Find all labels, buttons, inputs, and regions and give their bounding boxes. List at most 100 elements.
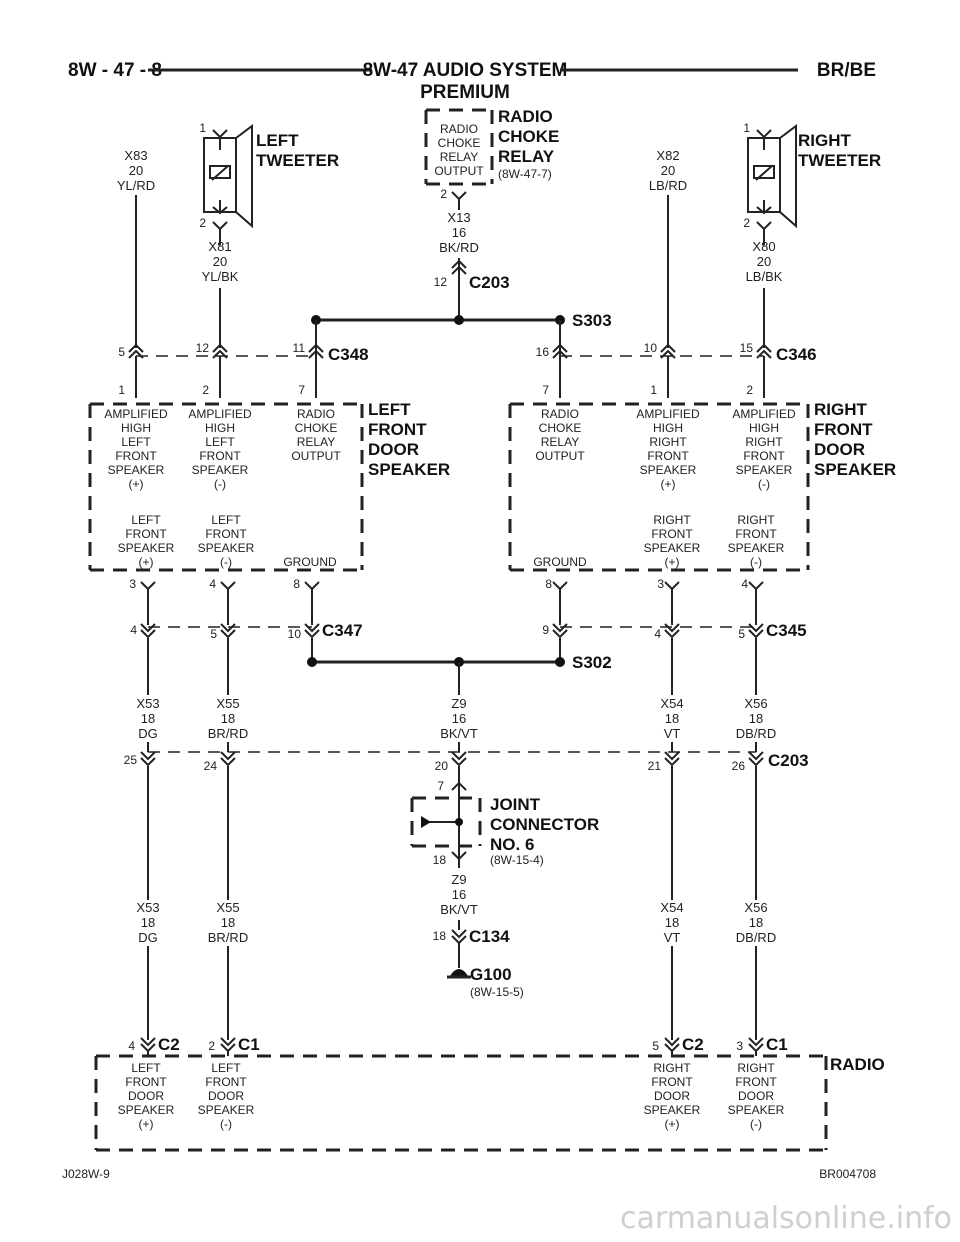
svg-text:20: 20	[435, 759, 449, 773]
radio-connector-1: C2	[158, 1035, 180, 1054]
svg-text:15: 15	[740, 341, 754, 355]
svg-text:18: 18	[749, 711, 763, 726]
connector-c346: 16 10 15 C346	[536, 341, 817, 398]
radio-connector-1-pin: 4	[128, 1039, 135, 1053]
svg-text:X53: X53	[136, 696, 159, 711]
svg-text:(-): (-)	[214, 477, 226, 491]
svg-text:(8W-15-5): (8W-15-5)	[470, 985, 524, 999]
svg-text:RELAY: RELAY	[541, 435, 579, 449]
svg-text:LEFT: LEFT	[211, 1061, 241, 1075]
svg-text:SPEAKER: SPEAKER	[644, 541, 701, 555]
svg-text:10: 10	[644, 341, 658, 355]
svg-text:5: 5	[738, 627, 745, 641]
right-tweeter-pin-1: 1	[743, 121, 750, 135]
svg-text:LEFT: LEFT	[121, 435, 151, 449]
radio-module: 4 C2 2 C1 5 C2 3 C1 LEFT FRONT DOOR SPEA…	[94, 1035, 885, 1152]
svg-text:(+): (+)	[665, 555, 680, 569]
svg-text:(-): (-)	[750, 1117, 762, 1131]
left-tweeter-label-2: TWEETER	[256, 151, 339, 170]
svg-text:DG: DG	[138, 726, 158, 741]
svg-text:X53: X53	[136, 900, 159, 915]
svg-text:2: 2	[746, 383, 753, 397]
svg-text:FRONT: FRONT	[205, 527, 247, 541]
svg-text:SPEAKER: SPEAKER	[728, 1103, 785, 1117]
svg-text:HIGH: HIGH	[749, 421, 779, 435]
svg-text:SPEAKER: SPEAKER	[644, 1103, 701, 1117]
svg-text:JOINT: JOINT	[490, 795, 541, 814]
svg-text:FRONT: FRONT	[205, 1075, 247, 1089]
svg-text:X13: X13	[447, 210, 470, 225]
svg-text:12: 12	[196, 341, 210, 355]
svg-text:7: 7	[437, 779, 444, 793]
footer-left-code: J028W-9	[62, 1167, 110, 1181]
svg-text:18: 18	[221, 915, 235, 930]
svg-text:18: 18	[221, 711, 235, 726]
left-tweeter-pin-2: 2	[199, 216, 206, 230]
wire-x83-label: X83 20 YL/RD	[117, 148, 155, 193]
left-tweeter-pin-1: 1	[199, 121, 206, 135]
svg-text:3: 3	[129, 577, 136, 591]
connector-c347: 4 5 10 C347	[130, 621, 362, 641]
svg-text:X80: X80	[752, 239, 775, 254]
svg-text:18: 18	[433, 853, 447, 867]
svg-text:7: 7	[542, 383, 549, 397]
svg-text:DOOR: DOOR	[208, 1089, 244, 1103]
radio-connector-3-pin: 5	[652, 1039, 659, 1053]
model-code: BR/BE	[817, 60, 876, 81]
wire-x82-label: X82 20 LB/RD	[649, 148, 687, 193]
svg-text:16: 16	[536, 345, 550, 359]
svg-text:5: 5	[210, 627, 217, 641]
svg-text:BR/RD: BR/RD	[208, 726, 248, 741]
svg-text:21: 21	[648, 759, 662, 773]
svg-text:18: 18	[433, 929, 447, 943]
svg-text:LEFT: LEFT	[131, 1061, 161, 1075]
right-tweeter-label: RIGHT	[798, 131, 852, 150]
ground-g100: G100 (8W-15-5)	[447, 965, 524, 999]
svg-text:26: 26	[732, 759, 746, 773]
svg-text:C347: C347	[322, 621, 363, 640]
svg-text:RIGHT: RIGHT	[649, 435, 687, 449]
radio-connector-4: C1	[766, 1035, 788, 1054]
svg-text:DG: DG	[138, 930, 158, 945]
svg-text:RIGHT: RIGHT	[814, 400, 868, 419]
svg-text:LEFT: LEFT	[211, 513, 241, 527]
svg-text:X82: X82	[656, 148, 679, 163]
wire-x13-label: X13 16 BK/RD	[439, 210, 479, 255]
svg-text:16: 16	[452, 225, 466, 240]
svg-text:BK/VT: BK/VT	[440, 902, 478, 917]
svg-text:FRONT: FRONT	[735, 1075, 777, 1089]
svg-text:TWEETER: TWEETER	[798, 151, 881, 170]
svg-text:LB/RD: LB/RD	[649, 178, 687, 193]
wire-x53-low-label: X53 18 DG	[136, 900, 159, 945]
svg-text:SPEAKER: SPEAKER	[736, 463, 793, 477]
wire-x55-mid-label: X55 18 BR/RD	[208, 696, 248, 741]
svg-text:X54: X54	[660, 900, 683, 915]
svg-text:FRONT: FRONT	[125, 1075, 167, 1089]
radio-connector-3: C2	[682, 1035, 704, 1054]
svg-text:1: 1	[650, 383, 657, 397]
wire-x54-low-label: X54 18 VT	[660, 900, 683, 945]
svg-text:(8W-15-4): (8W-15-4)	[490, 853, 544, 867]
svg-text:FRONT: FRONT	[368, 420, 427, 439]
low-wires	[147, 766, 757, 1040]
svg-text:RELAY: RELAY	[297, 435, 335, 449]
svg-text:FRONT: FRONT	[115, 449, 157, 463]
svg-text:CHOKE: CHOKE	[539, 421, 582, 435]
svg-text:Z9: Z9	[451, 696, 466, 711]
svg-text:11: 11	[293, 341, 306, 355]
svg-text:FRONT: FRONT	[647, 449, 689, 463]
svg-text:9: 9	[542, 623, 549, 637]
splice-s302: S302	[307, 638, 612, 672]
svg-text:10: 10	[288, 627, 302, 641]
relay-pin: 2	[440, 187, 447, 201]
svg-text:SPEAKER: SPEAKER	[814, 460, 896, 479]
svg-text:3: 3	[657, 577, 664, 591]
svg-text:FRONT: FRONT	[735, 527, 777, 541]
svg-text:YL/BK: YL/BK	[202, 269, 239, 284]
section-title: 8W-47 AUDIO SYSTEM	[363, 60, 568, 81]
wire-x56-mid-label: X56 18 DB/RD	[736, 696, 776, 741]
svg-text:C203: C203	[768, 751, 809, 770]
wire-z9-mid-label: Z9 16 BK/VT	[440, 696, 478, 741]
svg-text:DOOR: DOOR	[738, 1089, 774, 1103]
svg-text:SPEAKER: SPEAKER	[728, 541, 785, 555]
